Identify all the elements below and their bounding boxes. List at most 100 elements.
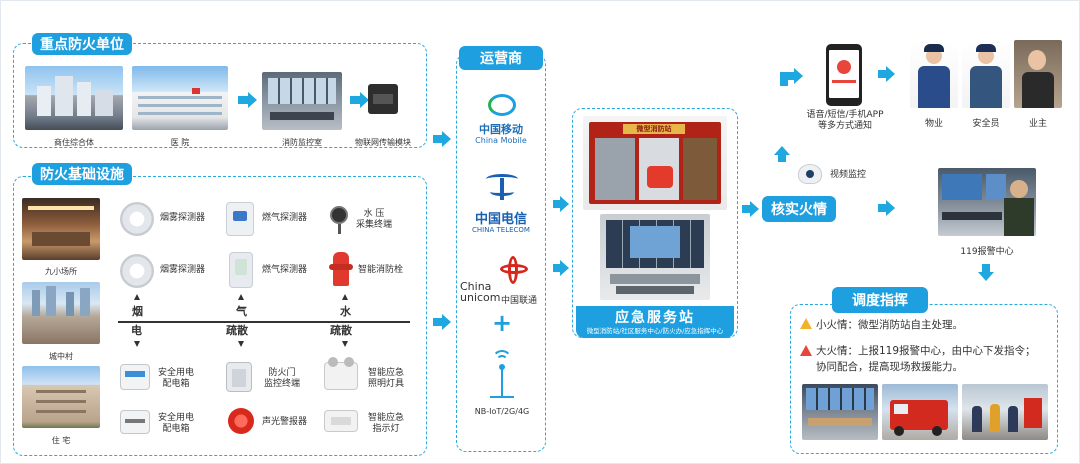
category-evac-2: 疏散 [330,324,352,337]
water-pressure-label: 水 压 采集终端 [356,209,392,231]
emergency-indicator-icon [324,410,358,432]
small-venue-caption: 九小场所 [45,267,77,276]
category-arrow-down-1 [134,341,140,347]
category-arrow-up-1 [134,294,140,300]
power-box-icon [120,364,150,390]
china-mobile-logo-icon [488,94,516,116]
video-monitor-label: 视频监控 [830,170,867,180]
dispatch-title: 调度指挥 [832,287,928,313]
smoke-detector-icon [120,202,154,236]
property-staff-caption: 物业 [924,119,943,129]
china-mobile-en: China Mobile [475,136,527,145]
fire-door-monitor-icon [226,362,252,392]
category-arrow-up-3 [342,294,348,300]
operators-title: 运营商 [459,46,543,70]
category-smoke: 烟 [132,305,143,318]
station-title-bar [576,306,734,338]
small-fire-warning-icon [800,318,812,329]
category-water: 水 [340,305,351,318]
signal-tower-icon [486,350,518,400]
smoke-detector-label-2: 烟雾探测器 [160,265,206,275]
power-box-label-2-text: 安全用电 配电箱 [158,413,195,434]
owner-caption: 业主 [1028,119,1047,129]
power-box-label-2: 安全用电 配电箱 [158,413,194,435]
big-fire-warning-icon [800,345,812,356]
emergency-indicator-label-text: 智能应急 指示灯 [368,413,405,434]
monitor-room-photo [262,72,342,130]
mini-fire-station-sign: 微型消防站 [636,125,672,133]
alarm-center-photo [938,168,1036,236]
sound-light-alarm-icon [228,408,254,434]
gas-detector-icon [226,202,254,236]
safety-officer-caption: 安全员 [972,119,1000,129]
urban-village-caption: 城中村 [49,352,73,361]
emergency-light-label: 智能应急 照明灯具 [368,368,404,390]
category-electric: 电 [131,324,142,337]
dispatch-photo-1 [802,384,878,440]
china-telecom-name: 中国电信 [474,212,527,227]
monitor-room-caption: 消防监控室 [282,138,322,147]
residence-caption: 住 宅 [51,436,71,445]
fire-door-monitor-label: 防火门 监控终端 [264,368,300,390]
power-box-icon-2 [120,410,150,434]
china-unicom-name: 中国联通 [501,296,538,306]
property-staff-photo [910,40,958,108]
fire-hydrant-label: 智能消防栓 [358,265,404,275]
category-arrow-up-2 [238,294,244,300]
emergency-indicator-label: 智能应急 指示灯 [368,413,404,435]
network-label: NB-IoT/2G/4G [474,407,530,416]
smoke-detector-icon-2 [120,254,154,288]
infrastructure-panel [13,176,427,456]
category-arrow-down-2 [238,341,244,347]
residence-photo [22,366,100,428]
phone-icon [826,44,862,106]
verify-title: 核实火情 [762,196,836,222]
video-camera-icon [798,164,822,184]
hospital-caption: 医 院 [170,138,190,147]
category-divider [118,321,410,323]
emergency-light-label-text: 智能应急 照明灯具 [368,368,405,389]
emergency-light-icon [324,357,358,390]
gas-detector-label-1: 燃气探测器 [262,213,308,223]
notify-methods-text: 语音/短信/手机APP 等多方式通知 [806,110,884,131]
hospital-photo [132,66,228,130]
power-box-label-1-text: 安全用电 配电箱 [158,368,195,389]
category-gas: 气 [236,305,247,318]
china-unicom-en-1: China [460,280,492,293]
power-box-label-1: 安全用电 配电箱 [158,368,194,390]
gas-detector-label-2: 燃气探测器 [262,265,308,275]
big-fire-text: 大火情：上报119报警中心，由中心下发指令；协同配合，提高现场救援能力。 [816,345,1036,373]
urban-village-photo [22,282,100,344]
infrastructure-title: 防火基础设施 [32,163,132,185]
smoke-detector-label-1: 烟雾探测器 [160,213,206,223]
category-evac-1: 疏散 [226,324,248,337]
alarm-center-caption: 119报警中心 [960,247,1014,257]
key-units-title: 重点防火单位 [32,33,132,55]
notify-methods-label: 语音/短信/手机APP 等多方式通知 [798,110,892,132]
owner-photo [1014,40,1062,108]
key-units-panel [13,43,427,148]
mall-photo [25,66,123,130]
dispatch-photo-3 [962,384,1048,440]
china-unicom-logo-icon [500,256,528,284]
command-center-photo [600,214,710,300]
station-title: 应急服务站 [615,310,695,326]
china-mobile-name: 中国移动 [479,123,523,136]
iot-module-caption: 物联网传输模块 [355,138,411,147]
small-venue-photo [22,198,100,260]
gas-detector-icon-2 [229,252,253,288]
mini-fire-station-photo: 微型消防站 [583,116,727,210]
mall-caption: 商住综合体 [54,138,94,147]
sound-light-alarm-label: 声光警报器 [262,417,308,427]
dispatch-photo-2 [882,384,958,440]
water-pressure-icon [330,206,348,234]
china-unicom-en-2: unicom [460,291,501,304]
category-arrow-down-3 [342,341,348,347]
small-fire-text: 小火情：微型消防站自主处理。 [816,319,963,331]
iot-module-icon [368,84,398,114]
china-telecom-en: CHINA TELECOM [472,226,530,234]
fire-hydrant-icon [329,252,353,286]
fire-door-monitor-label-text: 防火门 监控终端 [264,368,301,389]
station-subtitle: 微型消防站/社区服务中心/防火办/应急指挥中心 [586,327,724,335]
plus-sign: + [491,309,513,337]
